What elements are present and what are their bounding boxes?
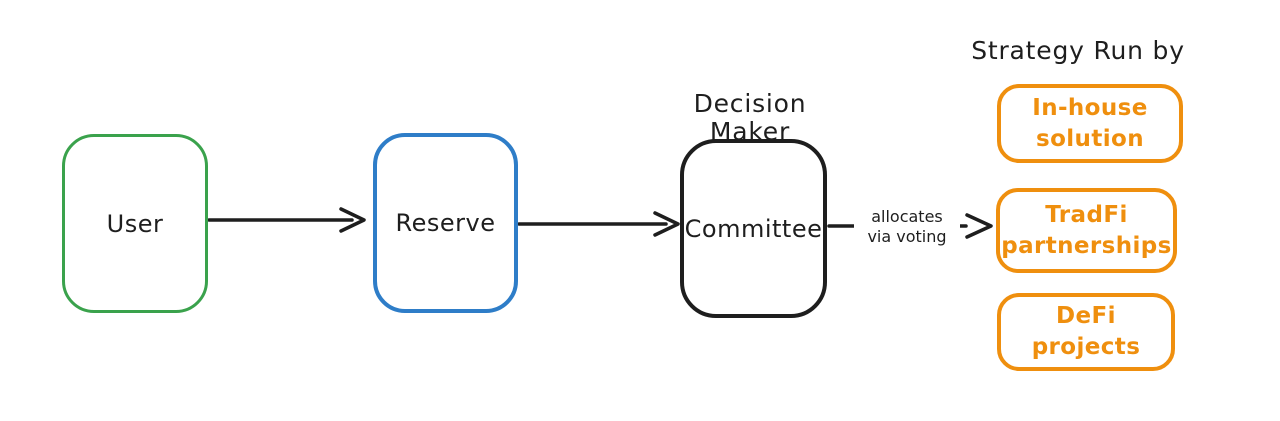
committee-node: Committee [680,139,827,318]
option-tradfi-line1: TradFi [1045,201,1128,228]
option-in-house-solution: In-house solution [997,84,1183,163]
user-node-label: User [106,209,164,238]
arrow-user-to-reserve [207,207,366,233]
reserve-node: Reserve [373,133,518,313]
strategy-run-by-heading: Strategy Run by [971,36,1185,65]
option-in-house-line1: In-house [1032,94,1148,121]
user-node: User [62,134,208,313]
edge-label-line1: allocates [871,207,943,226]
committee-node-label: Committee [684,214,823,243]
option-tradfi-line2: partnerships [1001,232,1172,259]
decision-maker-caption: Decision Maker [693,89,807,146]
option-defi-line1: DeFi [1056,303,1116,329]
reserve-node-label: Reserve [395,209,496,237]
option-tradfi-partnerships: TradFi partnerships [996,188,1177,273]
edge-label-line2: via voting [867,227,947,246]
option-in-house-line2: solution [1035,125,1144,152]
option-defi-line2: projects [1031,334,1141,360]
option-defi-projects: DeFi projects [997,293,1175,371]
edge-label-allocates-via-voting: allocates via voting [854,206,960,248]
arrow-reserve-to-committee [517,211,680,237]
